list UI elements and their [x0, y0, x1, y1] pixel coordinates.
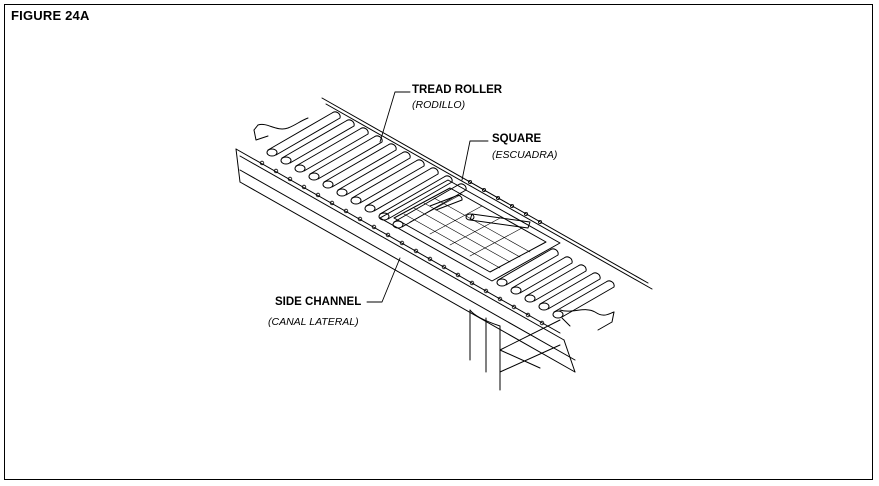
- figure-title: FIGURE 24A: [11, 8, 90, 23]
- square-translation: (ESCUADRA): [492, 149, 558, 161]
- side-channel: [235, 148, 576, 373]
- leader-lines: [366, 91, 489, 303]
- tread-roller-translation: (RODILLO): [412, 99, 466, 111]
- roller-group-2: [496, 248, 615, 319]
- left-cut-end: [253, 117, 309, 141]
- square-label: SQUARE: [492, 133, 542, 145]
- tread-roller-label: TREAD ROLLER: [412, 84, 503, 96]
- support-leg: [469, 309, 561, 391]
- side-channel-translation: (CANAL LATERAL): [268, 316, 359, 328]
- right-cut-end: [559, 309, 615, 331]
- roller-group-1: [266, 111, 467, 229]
- axle-holes: [259, 160, 545, 326]
- far-axle-holes: [467, 179, 543, 224]
- figure-frame: [4, 4, 873, 480]
- side-channel-label: SIDE CHANNEL: [275, 296, 362, 308]
- square-frame: [379, 179, 561, 282]
- far-side-rail: [321, 97, 653, 290]
